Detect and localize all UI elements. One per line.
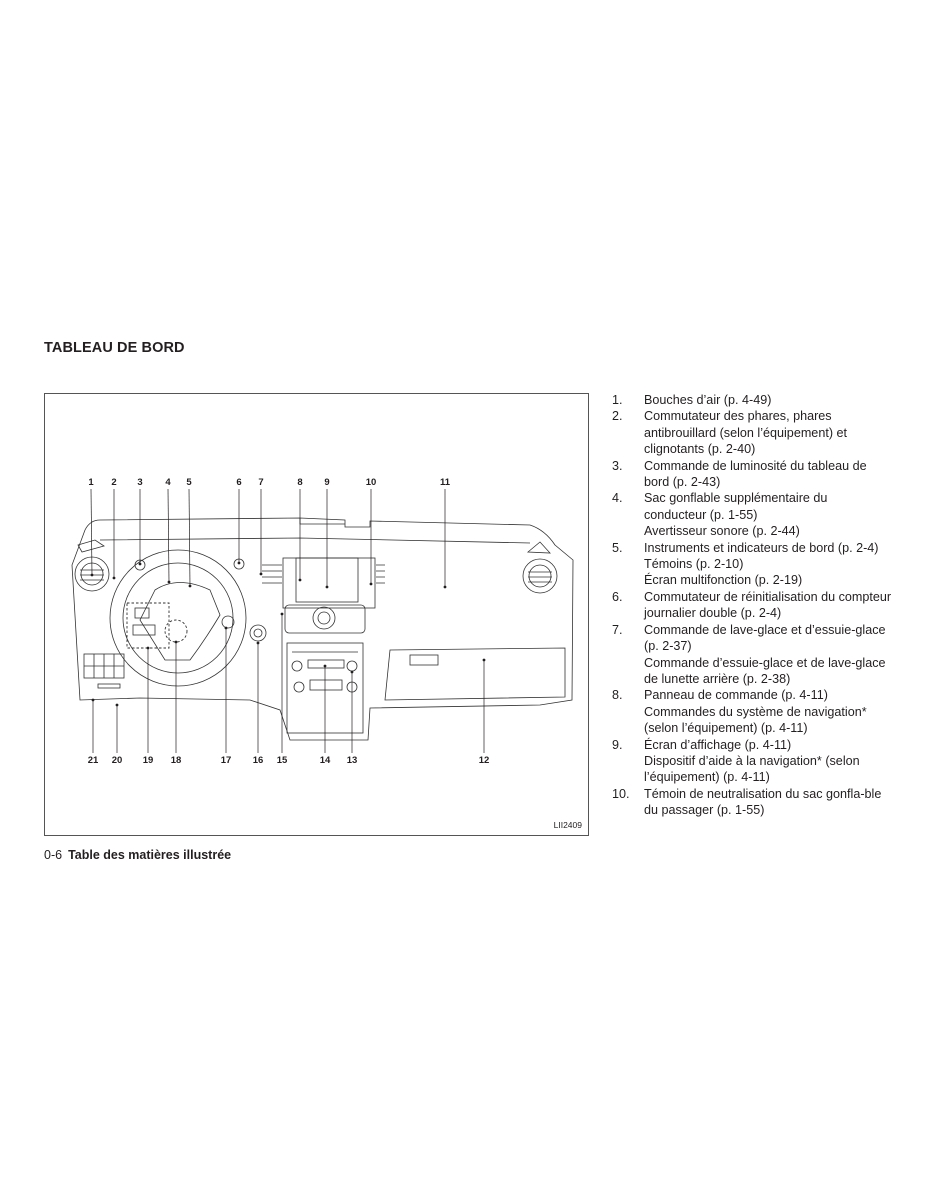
leader-dot xyxy=(90,573,94,577)
leader-dot xyxy=(112,576,116,580)
callout-7: 7 xyxy=(258,477,263,488)
leader-line xyxy=(167,488,170,583)
leader-dot xyxy=(167,580,171,584)
legend-item: 6. Commutateur de réinitialisation du com… xyxy=(612,589,892,622)
legend-item-number: 7. xyxy=(612,622,623,637)
legend-item-text: Témoin de neutralisation du sac gonfla-b… xyxy=(644,786,882,818)
legend-item-text: Commutateur de réinitialisation du compt… xyxy=(644,589,892,621)
callout-3: 3 xyxy=(137,477,142,488)
callout-14: 14 xyxy=(320,755,331,766)
legend-item-text: Commande de lave-glace et d’essuie-glace… xyxy=(644,622,886,654)
callout-17: 17 xyxy=(221,755,232,766)
callout-19: 19 xyxy=(143,755,154,766)
legend-item-text: Écran d’affichage (p. 4-11) xyxy=(644,737,792,752)
legend-item-text: Commande d’essuie-glace et de lave-glace… xyxy=(644,655,886,686)
leader-dot xyxy=(115,703,119,707)
leader-dot xyxy=(256,641,260,645)
callout-1: 1 xyxy=(88,477,94,488)
leader-dot xyxy=(259,572,263,576)
callout-11: 11 xyxy=(440,477,451,488)
page-footer: 0-6 Table des matières illustrée xyxy=(44,848,231,862)
legend-item: 10. Témoin de neutralisation du sac gonfl… xyxy=(612,786,892,819)
legend-item-number: 5. xyxy=(612,540,623,555)
dashboard-drawing xyxy=(71,517,574,741)
leader-dot xyxy=(298,578,302,582)
legend-item-number: 9. xyxy=(612,737,623,752)
callout-18: 18 xyxy=(171,755,182,766)
callout-9: 9 xyxy=(324,477,329,488)
leader-dot xyxy=(369,582,373,586)
legend-item: 1. Bouches d’air (p. 4-49) xyxy=(612,392,892,408)
callout-15: 15 xyxy=(277,755,288,766)
leader-dot xyxy=(237,561,241,565)
leader-dot xyxy=(138,562,142,566)
legend-item: 3. Commande de luminosité du tableau de b… xyxy=(612,458,892,491)
legend-item-number: 2. xyxy=(612,409,623,424)
callout-10: 10 xyxy=(366,477,377,488)
legend-item-text: Instruments et indicateurs de bord (p. 2… xyxy=(644,540,879,555)
legend-item-text: Commande de luminosité du tableau de bor… xyxy=(644,458,867,490)
callout-4: 4 xyxy=(165,477,171,488)
dashboard-figure-frame: LII2409 xyxy=(44,393,589,836)
leader-line xyxy=(188,488,191,587)
callout-12: 12 xyxy=(479,755,490,766)
legend-item-number: 8. xyxy=(612,688,623,703)
legend-item-text: Bouches d’air (p. 4-49) xyxy=(644,393,772,407)
legend-item-text: Témoins (p. 2-10) xyxy=(644,557,744,572)
figure-code: LII2409 xyxy=(553,820,582,830)
leader-dot xyxy=(188,584,192,588)
leader-dot xyxy=(325,585,329,589)
legend-item-text: Avertisseur sonore (p. 2-44) xyxy=(644,524,800,539)
leader-dot xyxy=(91,698,95,702)
legend-item-text: Dispositif d’aide à la navigation* (selo… xyxy=(644,753,860,785)
callout-legend-list: 1. Bouches d’air (p. 4-49) 2. Commutateur d… xyxy=(612,392,892,819)
legend-item-text: Panneau de commande (p. 4-11) xyxy=(644,688,828,703)
legend-item: 5. Instruments et indicateurs de bord (p.… xyxy=(612,540,892,589)
legend-item: 8. Panneau de commande (p. 4-11)Commandes… xyxy=(612,687,892,736)
callout-16: 16 xyxy=(253,755,264,766)
leader-dot xyxy=(174,640,178,644)
legend-item: 2. Commutateur des phares, phares antibro… xyxy=(612,408,892,457)
page-number: 0-6 xyxy=(44,848,63,862)
legend-item-text: Commutateur des phares, phares antibroui… xyxy=(644,409,848,457)
callout-8: 8 xyxy=(297,477,302,488)
legend-item: 7. Commande de lave-glace et d’essuie-gla… xyxy=(612,622,892,688)
leader-dot xyxy=(323,664,327,668)
callout-2: 2 xyxy=(111,477,116,488)
callout-20: 20 xyxy=(112,755,123,766)
leader-dot xyxy=(443,585,447,589)
leader-dot xyxy=(146,646,150,650)
footer-title: Table des matières illustrée xyxy=(68,848,232,862)
legend-item: 9. Écran d’affichage (p. 4-11)Dispositif … xyxy=(612,737,892,786)
callout-5: 5 xyxy=(186,477,192,488)
legend-item-text: Écran multifonction (p. 2-19) xyxy=(644,573,803,588)
legend-item-number: 6. xyxy=(612,589,623,604)
legend-item-text: Sac gonflable supplémentaire du conducte… xyxy=(644,491,828,522)
legend-item-number: 10. xyxy=(612,786,630,801)
leader-dot xyxy=(280,612,284,616)
leader-dot xyxy=(224,626,228,630)
section-title: TABLEAU DE BORD xyxy=(44,340,185,356)
legend-item-text: Commandes du système de navigation* (sel… xyxy=(644,704,867,736)
callout-21: 21 xyxy=(88,755,99,766)
callout-6: 6 xyxy=(236,477,241,488)
legend-item-number: 3. xyxy=(612,458,623,473)
legend-item-number: 1. xyxy=(612,393,623,407)
leader-dot xyxy=(482,658,486,662)
legend-item: 4. Sac gonflable supplémentaire du conduc… xyxy=(612,490,892,539)
leader-dot xyxy=(350,670,354,674)
callout-13: 13 xyxy=(347,755,358,766)
legend-item-number: 4. xyxy=(612,491,623,506)
leader-lines xyxy=(90,488,486,753)
leader-line xyxy=(90,488,93,576)
